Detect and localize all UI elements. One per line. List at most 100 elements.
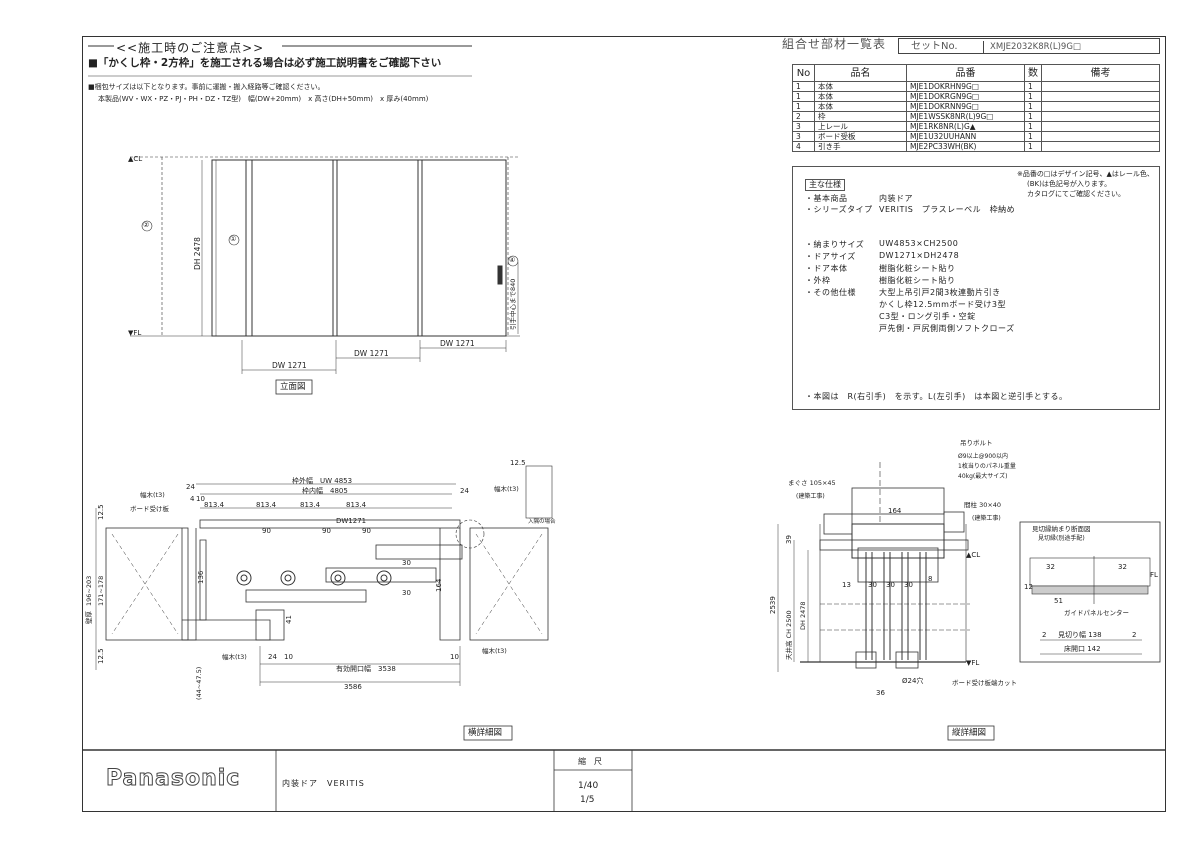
parts-table-header: No 品名 品番 数 備考 — [792, 64, 1160, 82]
notice-bold: ■「かくし枠・2方枠」を施工される場合は必ず施工説明書をご確認下さい — [88, 57, 442, 69]
sec-13: 13 — [842, 581, 851, 589]
sec-30-2: 30 — [886, 581, 895, 589]
elevation-label: 立面図 — [280, 382, 306, 392]
sec-2-right: 2 — [1132, 631, 1137, 639]
notice-title: <<施工時のご注意点>> — [116, 41, 265, 55]
sec-51: 51 — [1054, 597, 1063, 605]
sec-stud: 間柱 30×40 — [964, 501, 1002, 509]
spec-other-3: C3型・ロング引手・空錠 — [879, 312, 976, 321]
sec-12: 12 — [1024, 583, 1033, 591]
elev-cl: ▲CL — [128, 155, 143, 163]
plan-813-4: 813.4 — [346, 501, 367, 509]
set-number-box: セットNo. XMJE2032K8R(L)9G□ — [898, 38, 1160, 54]
plan-90-3: 90 — [362, 527, 371, 535]
sec-dh2478: DH 2478 — [799, 601, 807, 630]
spec-note-2: (BK)は色記号が入ります。 — [1027, 180, 1112, 188]
plan-10-right: 10 — [450, 653, 459, 661]
elev-dh: DH 2478 — [193, 237, 202, 270]
plan-30-2: 30 — [402, 559, 411, 567]
sec-mag: まぐさ 105×45 — [788, 479, 836, 487]
sec-fl-detail: FL — [1150, 571, 1158, 579]
sec-bolt-spec-1: Ø9以上@900以内 — [958, 453, 1008, 460]
sec-construction-2: (建築工事) — [972, 515, 1001, 522]
plan-10-bottom: 10 — [284, 653, 293, 661]
spec-frame-val: 樹脂化粧シート貼り — [879, 276, 956, 285]
product-name: 内装ドア VERITIS — [282, 779, 365, 788]
plan-41: 41 — [285, 615, 293, 624]
sec-guide: ガイドパネルセンター — [1064, 609, 1129, 617]
drawing-sheet — [82, 36, 1166, 812]
sec-142: 床開口 142 — [1064, 645, 1101, 653]
sec-138: 見切り幅 138 — [1058, 631, 1102, 639]
plan-813-3: 813.4 — [300, 501, 321, 509]
plan-wall-range-2: 171~178 — [97, 575, 105, 606]
plan-90-1: 90 — [262, 527, 271, 535]
spec-other-key: ・その他仕様 — [805, 288, 856, 297]
sec-32-left: 32 — [1046, 563, 1055, 571]
scale-2: 1/5 — [580, 795, 595, 805]
plan-beam-bottom: 幅木(t3) — [222, 653, 247, 661]
sec-164: 164 — [888, 507, 902, 515]
notice-line-2: 本製品(WV・WX・PZ・PJ・PH・DZ・TZ型) 幅(DW+20mm) x … — [98, 95, 429, 103]
sec-construction: (建築工事) — [796, 493, 825, 500]
notice-line-1: ■梱包サイズは以下となります。事前に運搬・搬入経路等ご確認ください。 — [88, 83, 325, 91]
scale-1: 1/40 — [578, 781, 599, 791]
plan-4: 4 — [190, 495, 195, 503]
spec-other-1: 大型上吊引戸2間3枚連動片引き — [879, 288, 1001, 297]
spec-body-val: 樹脂化粧シート貼り — [879, 264, 956, 273]
sec-39: 39 — [785, 535, 793, 544]
plan-30-1: 30 — [402, 589, 411, 597]
spec-series-key: ・シリーズタイプ — [805, 205, 873, 214]
set-title: 組合せ部材一覧表 — [782, 37, 887, 51]
elev-handle: 引手中心まで840 — [509, 278, 517, 330]
sec-36: 36 — [876, 689, 885, 697]
sec-30-3: 30 — [904, 581, 913, 589]
spec-note-1: ※品番の□はデザイン記号、▲はレール色、 — [1017, 170, 1154, 178]
plan-wall-thick: (44~47.5) — [195, 666, 203, 700]
plan-12-5-bottom: 12.5 — [97, 648, 105, 664]
plan-enlarge: 入隅の場合 — [528, 519, 556, 525]
sec-ch2500: 天井高 CH 2500 — [785, 610, 793, 660]
set-number: XMJE2032K8R(L)9G□ — [983, 41, 1081, 53]
spec-base-val: 内装ドア — [879, 194, 913, 203]
plan-uw: 枠外幅 UW 4853 — [292, 477, 353, 485]
spec-other-4: 戸先側・戸尻側両側ソフトクローズ — [879, 324, 1015, 333]
elev-callout-2: ② — [143, 221, 150, 229]
plan-dw: DW1271 — [336, 517, 367, 525]
sec-32-right: 32 — [1118, 563, 1127, 571]
spec-frame-key: ・外枠 — [805, 276, 831, 285]
spec-size-key: ・納まりサイズ — [805, 240, 865, 249]
elev-callout-4: ④ — [509, 256, 516, 264]
sec-fl: ▼FL — [966, 659, 980, 667]
plan-board-rail: ボード受け板 — [130, 505, 169, 513]
sec-2-left: 2 — [1042, 631, 1047, 639]
spec-block: 主な仕様 ※品番の□はデザイン記号、▲はレール色、 (BK)は色記号が入ります。… — [792, 166, 1160, 410]
spec-door-size-key: ・ドアサイズ — [805, 252, 856, 261]
plan-beam-right-bottom: 幅木(t3) — [482, 647, 507, 655]
plan-total: 3586 — [344, 683, 362, 691]
sec-bolt-spec-3: 40kg(最大サイズ) — [958, 473, 1008, 480]
scale-label: 縮 尺 — [578, 757, 602, 766]
sec-cl: ▲CL — [966, 551, 981, 559]
brand-logo: Panasonic — [105, 766, 241, 791]
plan-label: 横詳細図 — [468, 728, 503, 738]
plan-24-right: 24 — [460, 487, 469, 495]
plan-beam-right: 幅木(t3) — [494, 485, 519, 493]
elev-fl: ▼FL — [128, 329, 142, 337]
plan-drawing — [95, 465, 553, 741]
spec-series-val: VERITIS プラスレーベル 枠納め — [879, 205, 1016, 214]
cell-note — [1041, 141, 1160, 152]
elev-dw-3: DW 1271 — [440, 339, 475, 348]
elevation-drawing — [130, 156, 520, 395]
spec-base-key: ・基本商品 — [805, 194, 848, 203]
spec-other-2: かくし枠12.5mmボード受け3型 — [879, 300, 1006, 309]
plan-813-2: 813.4 — [256, 501, 277, 509]
plan-10-top: 10 — [196, 495, 205, 503]
sec-8: 8 — [928, 575, 933, 583]
sec-board-cut: ボード受け板端カット — [952, 679, 1017, 687]
plan-12-5-detail: 12.5 — [510, 459, 526, 467]
sec-2539: 2539 — [769, 596, 777, 614]
